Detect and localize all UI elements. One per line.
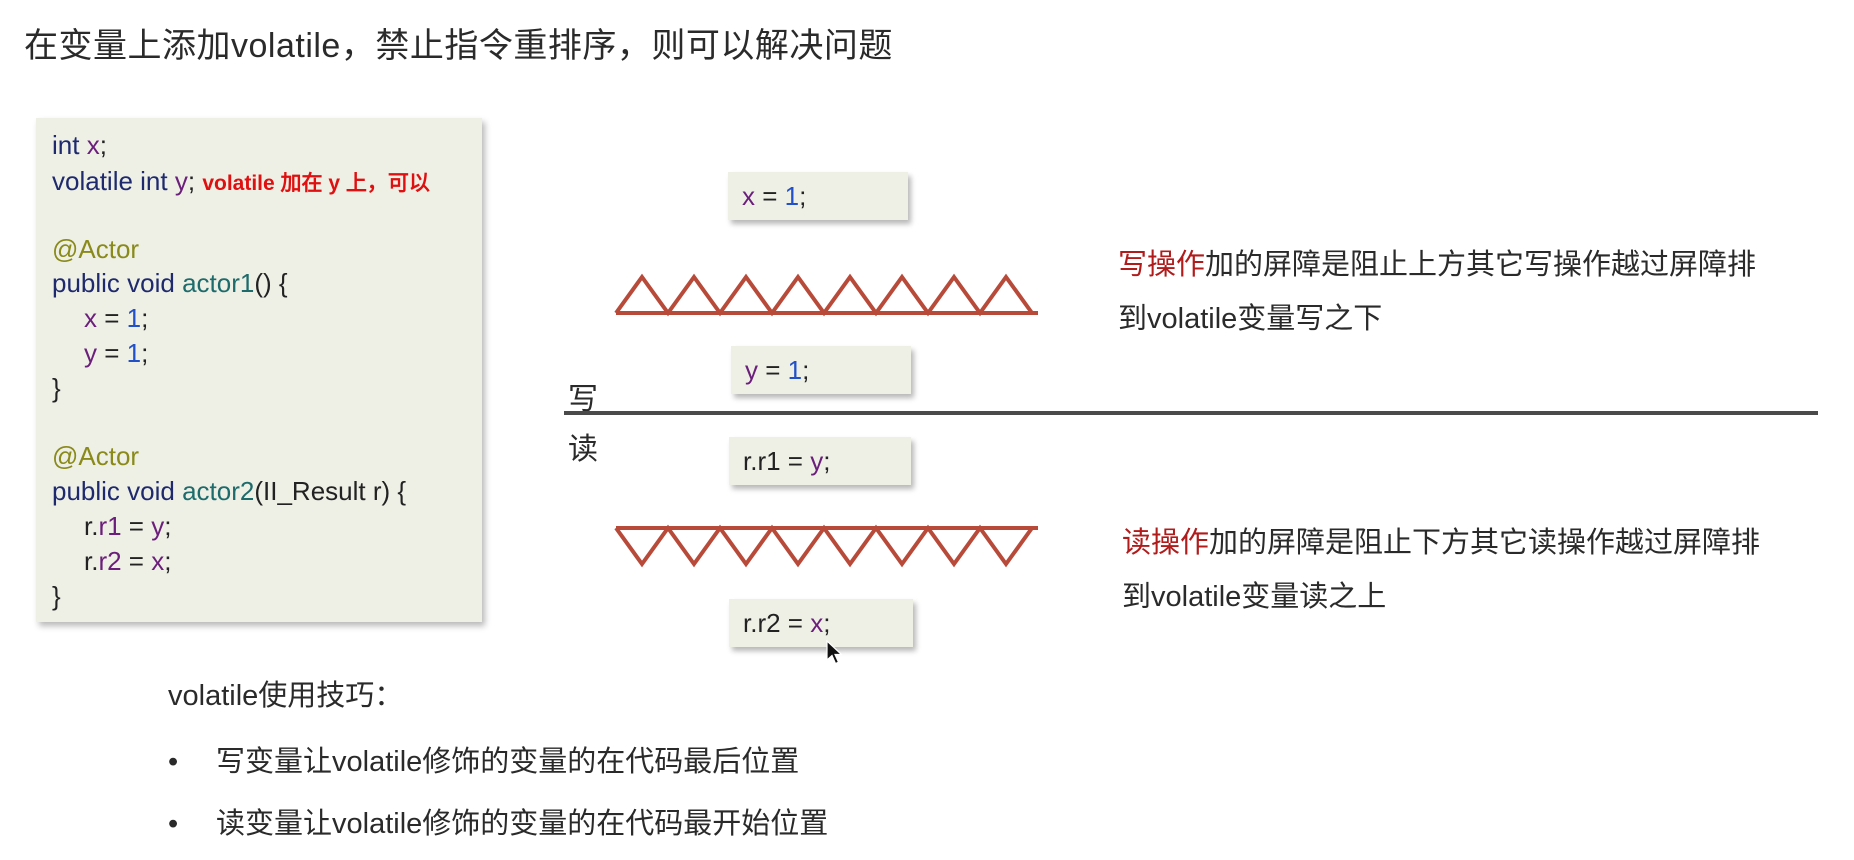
write-explain-text: 加的屏障是阻止上方其它写操作越过屏障排	[1205, 249, 1757, 281]
signature-rest: () {	[254, 268, 288, 298]
read-barrier-icon	[614, 524, 1038, 568]
punct: ;	[799, 181, 807, 211]
write-barrier-explanation: 写操作加的屏障是阻止上方其它写操作越过屏障排 到volatile变量写之下	[1118, 238, 1838, 346]
code-line-y-assign: y = 1;	[52, 338, 148, 368]
code-card	[36, 118, 482, 622]
write-op-highlight: 写操作	[1118, 249, 1206, 281]
tip-text: 写变量让volatile修饰的变量的在代码最后位置	[216, 746, 800, 778]
identifier: y	[745, 355, 758, 385]
stmt-x-assign: x = 1;	[728, 172, 908, 220]
identifier: x	[151, 546, 165, 576]
method-name: actor2	[182, 476, 255, 506]
operator: =	[755, 181, 785, 211]
page-title: 在变量上添加volatile，禁止指令重排序，则可以解决问题	[24, 27, 893, 65]
code-line-close1: }	[52, 373, 61, 403]
identifier: x	[84, 303, 97, 333]
code-line-actor2-signature: public void actor2(II_Result r) {	[52, 476, 406, 506]
punct: ;	[187, 166, 196, 196]
read-op-highlight: 读操作	[1122, 527, 1210, 559]
annotation: @Actor	[52, 234, 140, 264]
identifier: y	[151, 511, 165, 541]
write-explain-line2: 到volatile变量写之下	[1118, 303, 1383, 335]
number: 1	[784, 181, 800, 211]
object: r.	[84, 546, 99, 576]
identifier: x	[86, 130, 100, 160]
code-line-r1-assign: r.r1 = y;	[52, 511, 171, 541]
number: 1	[126, 338, 142, 368]
code-line-r2-assign: r.r2 = x;	[52, 546, 171, 576]
read-label: 读	[568, 433, 598, 466]
number: 1	[126, 303, 142, 333]
keyword: int	[52, 130, 80, 160]
stmt-r1-assign: r.r1 = y;	[729, 437, 911, 485]
tip-item: • 写变量让volatile修饰的变量的在代码最后位置	[168, 738, 799, 780]
identifier: r2	[98, 546, 122, 576]
lhs: r.r1 =	[743, 446, 811, 476]
keyword: public void	[52, 268, 175, 298]
tip-text: 读变量让volatile修饰的变量的在代码最开始位置	[216, 808, 829, 840]
operator: =	[758, 355, 788, 385]
keyword: volatile int	[52, 166, 168, 196]
code-line-int-x: int x;	[52, 130, 107, 160]
write-explain-line1: 写操作加的屏障是阻止上方其它写操作越过屏障排	[1118, 238, 1838, 292]
brace: }	[52, 581, 61, 611]
punct: ;	[141, 303, 149, 333]
operator: =	[97, 338, 127, 368]
code-line-x-assign: x = 1;	[52, 303, 148, 333]
annotation: @Actor	[52, 441, 140, 471]
punct: ;	[99, 130, 107, 160]
code-line-annotation2: @Actor	[52, 441, 139, 471]
identifier: r1	[98, 511, 122, 541]
punct: ;	[802, 355, 810, 385]
code-line-actor1-signature: public void actor1() {	[52, 268, 288, 298]
read-barrier-explanation: 读操作加的屏障是阻止下方其它读操作越过屏障排 到volatile变量读之上	[1122, 516, 1842, 624]
bullet: •	[168, 746, 179, 778]
write-read-divider	[564, 411, 1818, 415]
method-name: actor1	[182, 268, 255, 298]
punct: ;	[823, 608, 831, 638]
code-line-annotation1: @Actor	[52, 234, 139, 264]
write-barrier-icon	[614, 273, 1038, 317]
keyword: public void	[52, 476, 175, 506]
punct: ;	[823, 446, 831, 476]
signature-rest: (II_Result r) {	[254, 476, 407, 506]
read-explain-text: 加的屏障是阻止下方其它读操作越过屏障排	[1209, 527, 1761, 559]
identifier: y	[84, 338, 97, 368]
bullet: •	[168, 808, 179, 840]
operator: =	[121, 511, 152, 541]
read-explain-line2: 到volatile变量读之上	[1122, 581, 1387, 613]
operator: =	[97, 303, 127, 333]
brace: }	[52, 373, 61, 403]
code-line-volatile-y: volatile int y; volatile 加在 y 上，可以	[52, 166, 430, 199]
operator: =	[121, 546, 152, 576]
write-label: 写	[568, 383, 598, 416]
object: r.	[84, 511, 99, 541]
mouse-pointer-icon	[826, 640, 844, 665]
identifier: y	[174, 166, 188, 196]
punct: ;	[141, 338, 149, 368]
identifier: x	[810, 608, 824, 638]
stmt-r2-assign: r.r2 = x;	[729, 599, 913, 647]
punct: ;	[164, 546, 172, 576]
punct: ;	[164, 511, 172, 541]
tip-item: • 读变量让volatile修饰的变量的在代码最开始位置	[168, 800, 828, 842]
read-explain-line1: 读操作加的屏障是阻止下方其它读操作越过屏障排	[1122, 516, 1842, 570]
identifier: y	[810, 446, 824, 476]
stmt-y-assign: y = 1;	[731, 346, 911, 394]
identifier: x	[742, 181, 755, 211]
volatile-note: volatile 加在 y 上，可以	[202, 172, 430, 195]
lhs: r.r2 =	[743, 608, 811, 638]
tips-title: volatile使用技巧：	[168, 680, 404, 712]
code-line-close2: }	[52, 581, 61, 611]
number: 1	[787, 355, 803, 385]
